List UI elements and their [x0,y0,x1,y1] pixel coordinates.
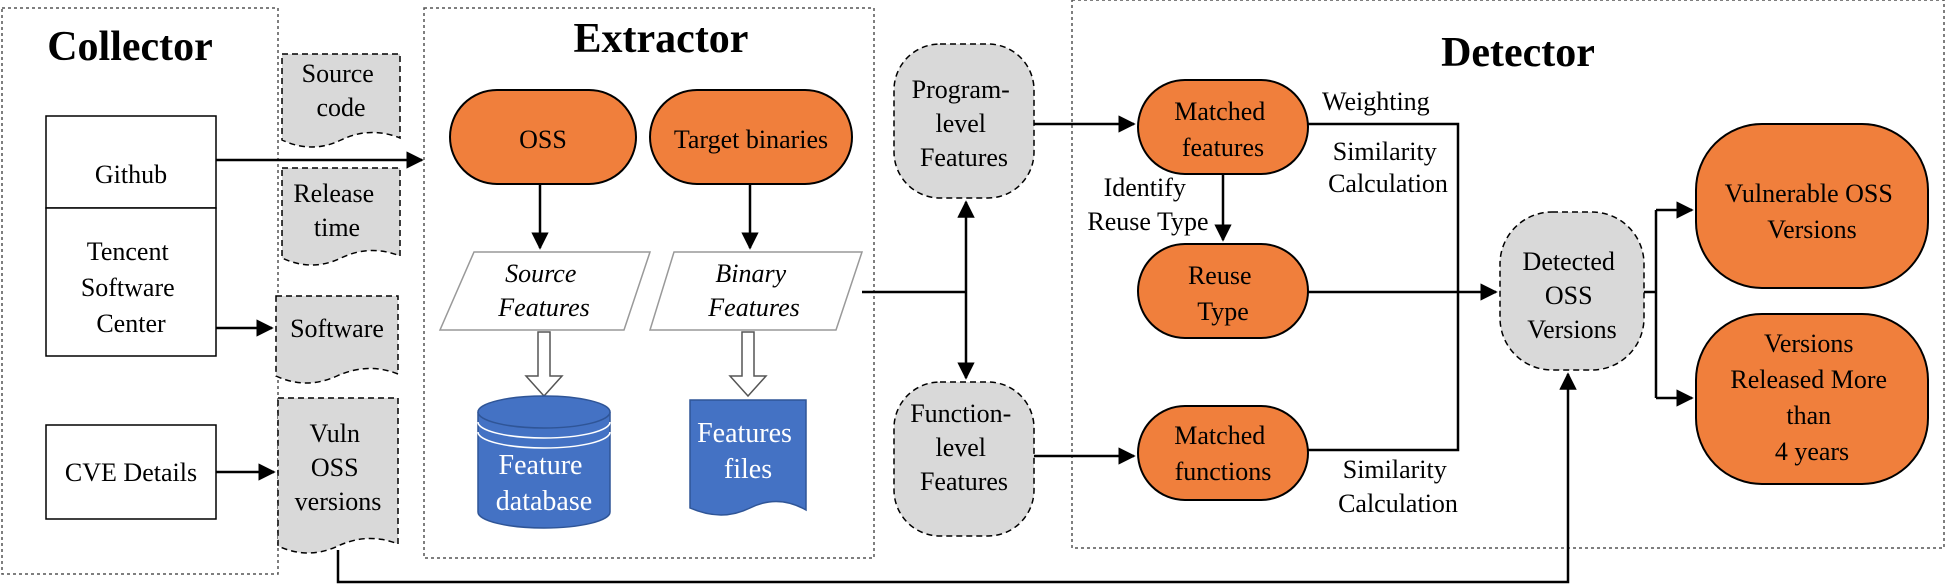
program-level-features-node [893,43,1035,199]
feature-database-ring [477,431,611,449]
feature-database-ring [477,421,611,439]
oss-label: OSS [519,125,567,154]
matched-functions-node [1137,405,1309,501]
binary-to-files-hollow-arrow [728,331,768,398]
release-time-label: Release time [293,179,380,242]
vulnerable-oss-versions-label: Vulnerable OSS Versions [1725,179,1900,244]
tencent-box [45,207,217,357]
detector-title: Detector [1441,30,1595,76]
similarity-calculation-top-label: Similarity Calculation [1328,137,1448,198]
source-to-db-hollow-arrow [524,331,564,398]
github-label: Github [95,160,167,189]
versions-released-node [1695,313,1929,485]
detector-frame [1071,0,1945,549]
feature-database-top [477,395,611,429]
tencent-label: Tencent Software Center [81,237,181,338]
function-level-features-node [893,381,1035,537]
matched-functions-connector [1308,292,1460,452]
matched-functions-label: Matched functions [1174,421,1271,486]
feature-database-label: Feature database [496,450,592,517]
versions-released-label: Versions Released More than 4 years [1730,329,1893,466]
matched-features-label: Matched features [1174,97,1271,162]
program-level-features-label: Program- level Features [912,75,1017,172]
collector-frame [1,7,279,575]
binary-features-node [648,251,864,331]
weighting-label: Weighting [1322,87,1430,116]
reuse-type-label: Reuse Type [1188,261,1258,326]
similarity-calculation-bottom-label: Similarity Calculation [1338,455,1458,518]
features-files-node [689,399,807,516]
software-doc [275,295,399,384]
binary-features-label: Binary Features [707,259,799,322]
vuln-oss-versions-label: Vuln OSS versions [295,419,382,516]
feature-database-body [477,412,611,529]
release-time-doc [281,167,401,266]
oss-node [449,89,637,185]
extractor-title: Extractor [574,16,749,62]
vulnerable-oss-versions-node [1695,123,1929,289]
source-code-label: Source code [302,59,381,122]
matched-features-connector [1308,122,1460,292]
collector-title: Collector [47,24,213,70]
function-level-features-label: Function- level Features [910,399,1018,496]
target-binaries-label: Target binaries [674,125,828,154]
source-code-doc [281,53,401,148]
identify-reuse-type-label: Identify Reuse Type [1087,173,1208,236]
cve-details-box [45,424,217,520]
source-features-label: Source Features [497,259,589,322]
detected-oss-versions-label: Detected OSS Versions [1523,247,1622,344]
extractor-frame [423,7,875,559]
cve-details-label: CVE Details [65,458,197,487]
github-box [45,115,217,209]
software-label: Software [290,314,384,343]
source-features-node [438,251,652,331]
vuln-oss-versions-doc [277,397,399,554]
features-files-label: Features files [697,418,799,485]
detected-oss-versions-node [1499,211,1645,371]
vuln-to-detected-arrow [336,372,1577,584]
